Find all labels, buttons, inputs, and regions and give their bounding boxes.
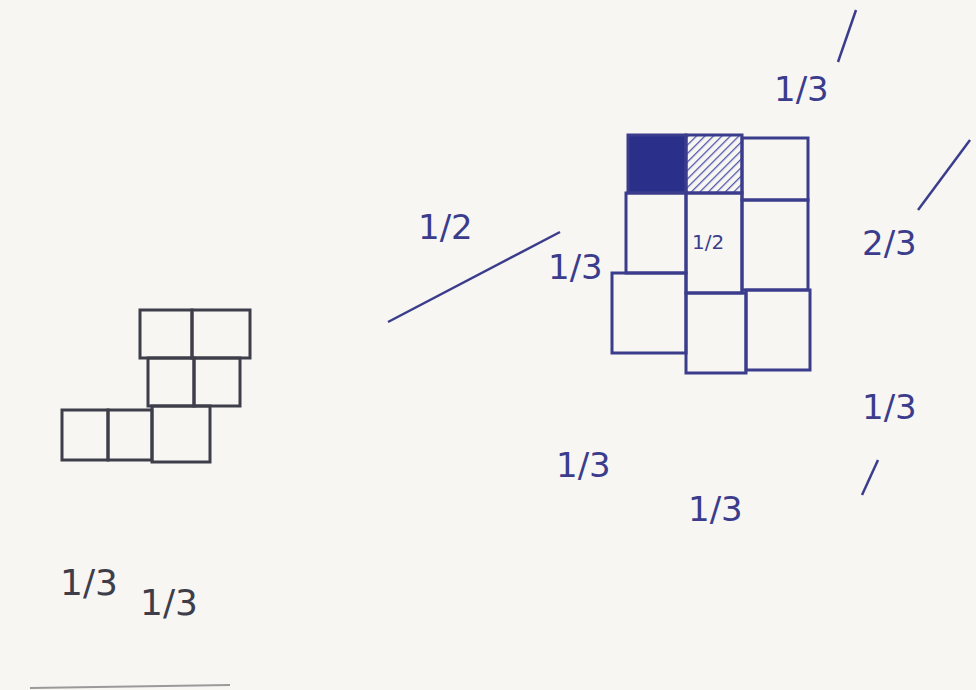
fraction-label: 1/3 bbox=[548, 250, 603, 284]
pen-strokes bbox=[30, 685, 230, 688]
pen-strokes bbox=[388, 10, 970, 495]
fraction-label: 1/2 bbox=[418, 210, 473, 244]
fraction-label: 1/3 bbox=[60, 565, 118, 601]
fraction-label: 1/3 bbox=[140, 585, 198, 621]
fraction-label: 1/3 bbox=[688, 492, 743, 526]
fraction-label: 1/2 bbox=[692, 232, 724, 252]
fraction-label: 1/3 bbox=[862, 390, 917, 424]
l-shape bbox=[62, 310, 250, 462]
fraction-grid bbox=[612, 135, 810, 373]
fraction-label: 1/3 bbox=[556, 448, 611, 482]
fraction-label: 1/3 bbox=[774, 72, 829, 106]
fraction-label: 2/3 bbox=[862, 226, 917, 260]
